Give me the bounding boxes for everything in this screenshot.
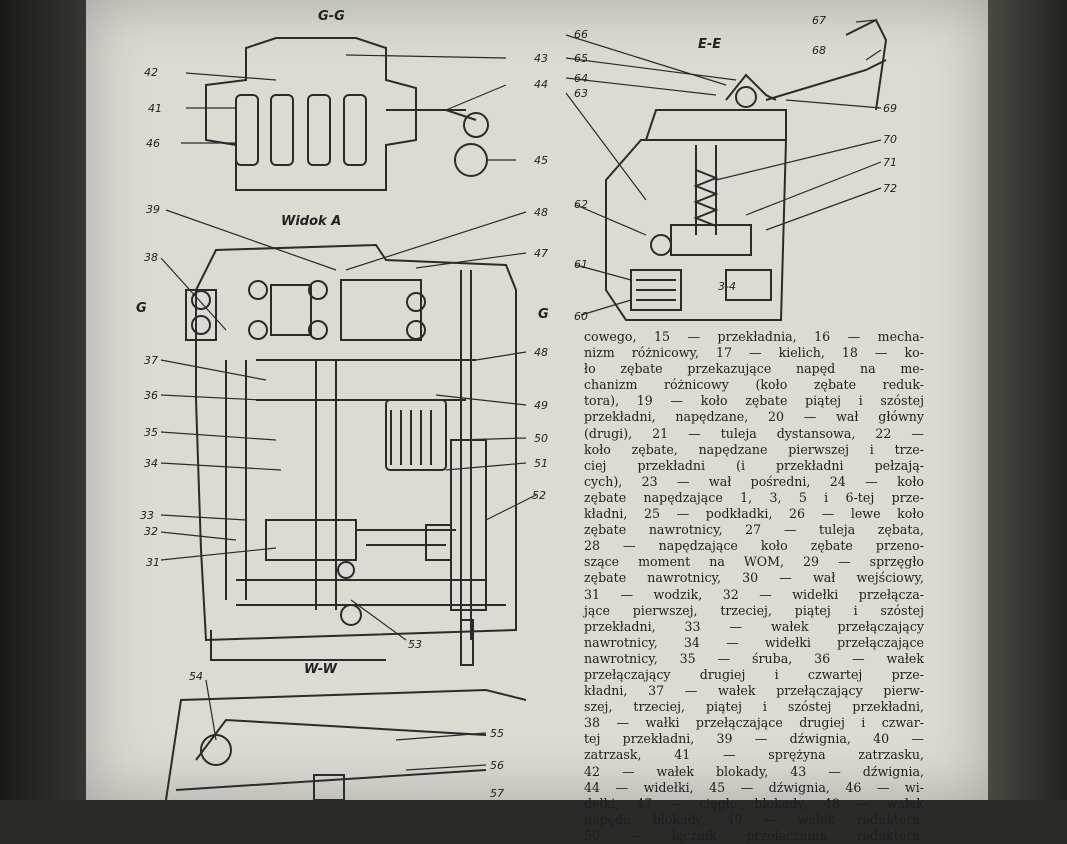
text-line: zębate nawrotnicy, 27 — tuleja zębata, [584, 522, 924, 538]
text-line: chanizm różnicowy (koło zębate reduk- [584, 377, 924, 393]
callout-46: 46 [146, 137, 160, 150]
callout-45: 45 [534, 154, 548, 167]
callout-67: 67 [812, 14, 826, 27]
callout-56: 56 [490, 759, 504, 772]
text-line: 38 — wałki przełączające drugiej i czwar… [584, 715, 924, 731]
legend-text-column: cowego, 15 — przekładnia, 16 — mecha-niz… [584, 329, 924, 844]
callout-38: 38 [144, 251, 158, 264]
callout-71: 71 [883, 156, 897, 169]
section-mark-right: G [538, 307, 549, 322]
text-line: 42 — wałek blokady, 43 — dźwignia, [584, 763, 924, 779]
callout-63: 63 [574, 87, 588, 100]
callout-66: 66 [574, 28, 588, 41]
callout-34: 34 [144, 457, 158, 470]
callout-43: 43 [534, 52, 548, 65]
callout-55: 55 [490, 727, 504, 740]
text-line: szące moment na WOM, 29 — sprzęgło [584, 554, 924, 570]
callout-62: 62 [574, 198, 588, 211]
technical-drawing: G-G E-E Widok A W-W G G 42 41 46 39 38 3… [136, 9, 897, 800]
section-title-e: E-E [698, 37, 721, 52]
callout-51: 51 [534, 457, 548, 470]
text-line: tej przekładni, 39 — dźwignia, 40 — [584, 731, 924, 747]
text-line: 31 — wodzik, 32 — widełki przełącza- [584, 586, 924, 602]
callout-64: 64 [574, 72, 588, 85]
text-line: tora), 19 — koło zębate piątej i szóstej [584, 393, 924, 409]
text-line: koło zębate, napędzane pierwszej i trze- [584, 441, 924, 457]
text-line: kładni, 25 — podkładki, 26 — lewe koło [584, 506, 924, 522]
section-mark-left: G [136, 301, 147, 316]
callout-49: 49 [534, 399, 548, 412]
callout-54: 54 [189, 670, 203, 683]
text-line: szej, trzeciej, piątej i szóstej przekła… [584, 699, 924, 715]
callout-57: 57 [490, 787, 504, 800]
callout-37: 37 [144, 354, 158, 367]
monitor-bezel-right [988, 0, 1067, 800]
callout-50: 50 [534, 432, 548, 445]
text-line: 28 — napędzające koło zębate przeno- [584, 538, 924, 554]
section-title-w: W-W [304, 662, 338, 677]
text-line: (drugi), 21 — tuleja dystansowa, 22 — [584, 425, 924, 441]
callout-36: 36 [144, 389, 158, 402]
callout-60: 60 [574, 310, 588, 323]
callout-33: 33 [140, 509, 154, 522]
callout-65: 65 [574, 52, 588, 65]
callout-48: 48 [534, 346, 548, 359]
text-line: cych), 23 — wał pośredni, 24 — koło [584, 473, 924, 489]
section-title-view-a: Widok A [281, 214, 341, 229]
callout-53: 53 [408, 638, 422, 651]
text-line: kładni, 37 — wałek przełączający pierw- [584, 683, 924, 699]
callout-69: 69 [883, 102, 897, 115]
callout-47: 47 [534, 247, 548, 260]
text-line: 44 — widełki, 45 — dźwignia, 46 — wi- [584, 779, 924, 795]
callout-48-top: 48 [534, 206, 548, 219]
callout-61: 61 [574, 258, 588, 271]
text-line: nawrotnicy, 35 — śruba, 36 — wałek [584, 650, 924, 666]
text-line: nizm różnicowy, 17 — kielich, 18 — ko- [584, 345, 924, 361]
text-line: napędu blokady, 49 — wałek reduktora, [584, 811, 924, 827]
text-line: dełki, 47 — cięgło blokady, 48 — wałek [584, 795, 924, 811]
callout-70: 70 [883, 133, 897, 146]
text-line: ciej przekładni (i przekładni pełzają- [584, 457, 924, 473]
text-line: nawrotnicy, 34 — widełki przełączające [584, 634, 924, 650]
callout-39: 39 [146, 203, 160, 216]
callout-72: 72 [883, 182, 897, 195]
section-title-g: G-G [318, 9, 345, 24]
monitor-bezel-left [0, 0, 95, 800]
text-line: zębate nawrotnicy, 30 — wał wejściowy, [584, 570, 924, 586]
text-line: 50 — łącznik przełączania reduktora, [584, 827, 924, 843]
callout-32: 32 [144, 525, 158, 538]
callout-41: 41 [148, 102, 162, 115]
text-line: przekładni, napędzane, 20 — wał główny [584, 409, 924, 425]
text-line: zatrzask, 41 — sprężyna zatrzasku, [584, 747, 924, 763]
inline-label-3-4: 3-4 [718, 280, 736, 293]
text-line: zębate napędzające 1, 3, 5 i 6-tej prze- [584, 489, 924, 505]
text-line: ło zębate przekazujące napęd na me- [584, 361, 924, 377]
callout-52: 52 [532, 489, 546, 502]
callout-44: 44 [534, 78, 548, 91]
callout-35: 35 [144, 426, 158, 439]
text-line: przekładni, 33 — wałek przełączający [584, 618, 924, 634]
text-line: przełączający drugiej i czwartej prze- [584, 666, 924, 682]
callout-42: 42 [144, 66, 158, 79]
text-line: cowego, 15 — przekładnia, 16 — mecha- [584, 329, 924, 344]
callout-68: 68 [812, 44, 826, 57]
text-line: jące pierwszej, trzeciej, piątej i szóst… [584, 602, 924, 618]
callout-31: 31 [146, 556, 160, 569]
